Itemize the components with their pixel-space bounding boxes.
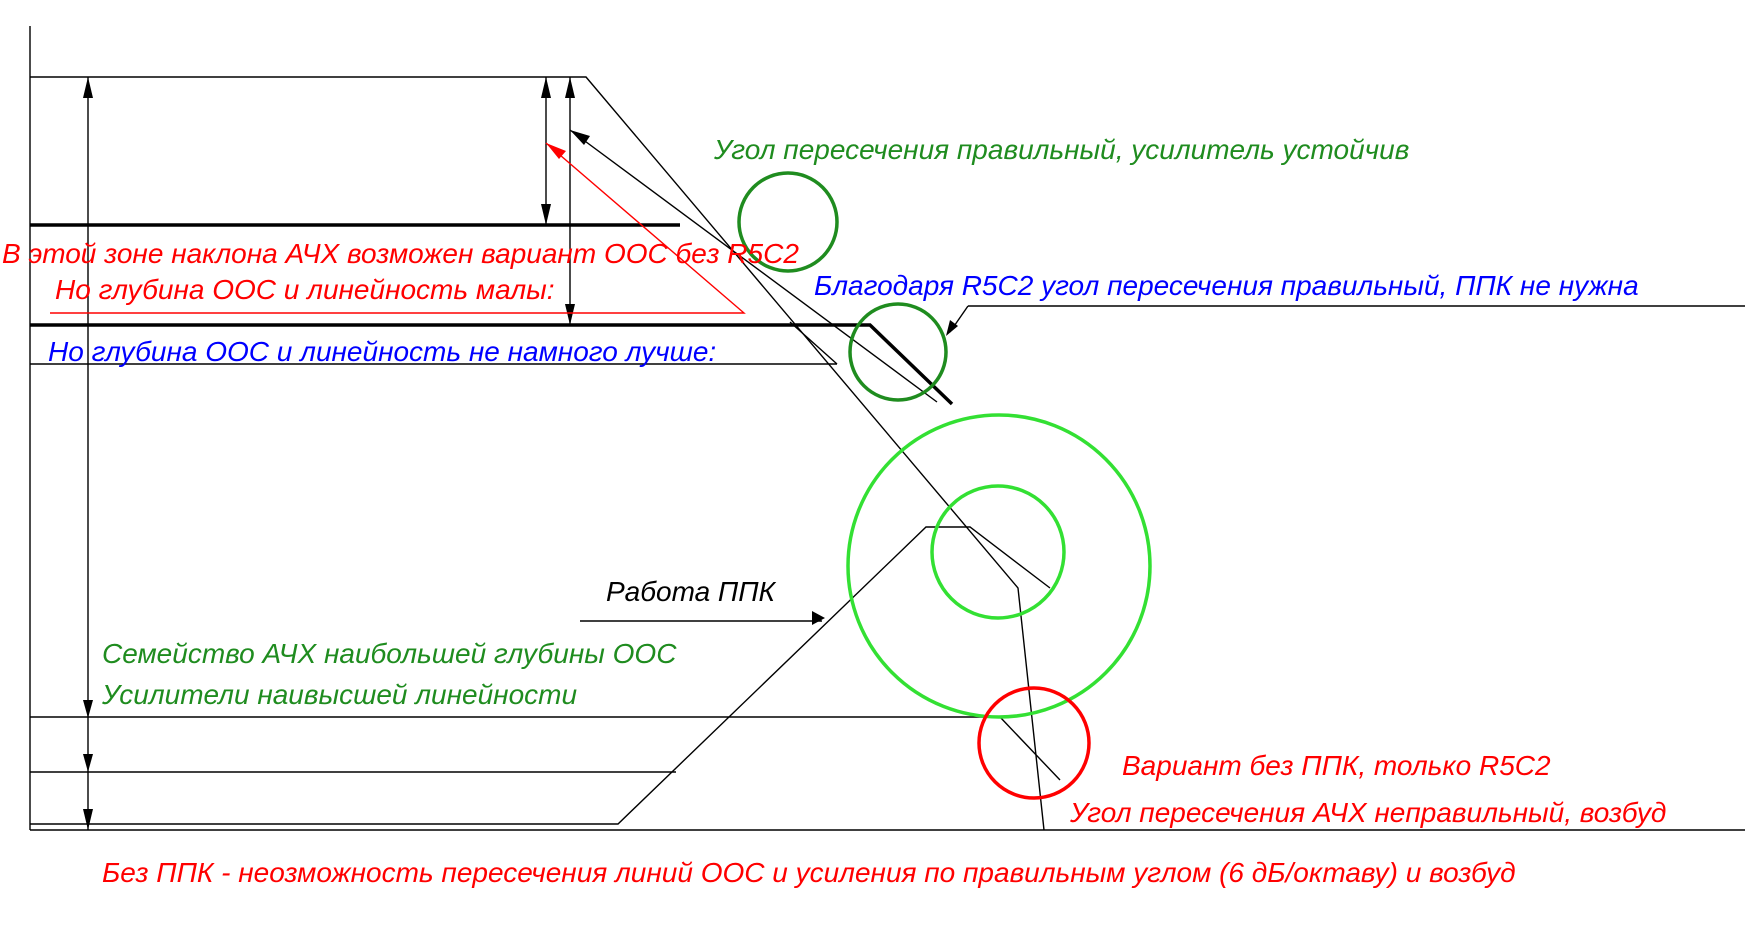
label-depth-slightly-better: Но глубина ООС и линейность не намного л… — [48, 336, 716, 367]
dim-arrow-small-top — [541, 77, 551, 98]
red-triangle-arrow — [546, 143, 566, 159]
circle-r5c2 — [848, 302, 948, 402]
label-family-afc: Семейство АЧХ наибольшей глубины ООС — [102, 638, 677, 669]
dim-arrow-medium-top — [565, 77, 575, 98]
black-diagonal — [569, 129, 938, 403]
label-depth-small: Но глубина ООС и линейность малы: — [55, 274, 555, 305]
dim-arrow-full-bottom — [83, 809, 93, 830]
dim-arrow-full-top — [83, 77, 93, 98]
blue-underline-slope — [789, 321, 838, 365]
feedback-line-2 — [30, 323, 954, 406]
circle-red — [977, 686, 1091, 800]
label-variant-no-ppk: Вариант без ППК, только R5C2 — [1122, 750, 1551, 781]
ppk-curve — [30, 526, 1051, 825]
label-ppk-work: Работа ППК — [606, 576, 777, 607]
lower-level-1 — [30, 716, 1061, 781]
r5c2-arrow-head — [946, 320, 958, 336]
dim-arrow-mid-1 — [83, 700, 93, 718]
black-diagonal-arrow — [570, 130, 590, 145]
label-zone-variant: В этой зоне наклона АЧХ возможен вариант… — [2, 238, 799, 269]
label-thanks-r5c2: Благодаря R5C2 угол пересечения правильн… — [814, 270, 1639, 301]
dim-arrow-small-bottom — [541, 204, 551, 225]
label-wrong-angle: Угол пересечения АЧХ неправильный, возбу… — [1069, 797, 1666, 828]
red-triangle — [50, 142, 746, 314]
label-stable-angle: Угол пересечения правильный, усилитель у… — [713, 134, 1409, 165]
circle-stable-top — [737, 171, 839, 273]
dim-arrow-medium-bottom — [565, 304, 575, 325]
circle-small-green — [930, 484, 1066, 620]
label-bottom-note: Без ППК - неозможность пересечения линий… — [102, 857, 1516, 888]
label-highest-linearity: Усилители наивысшей линейности — [101, 679, 577, 710]
dim-arrow-mid-2 — [83, 754, 93, 772]
ppk-pointer-arrow — [812, 611, 825, 625]
circle-large-green — [846, 413, 1152, 719]
